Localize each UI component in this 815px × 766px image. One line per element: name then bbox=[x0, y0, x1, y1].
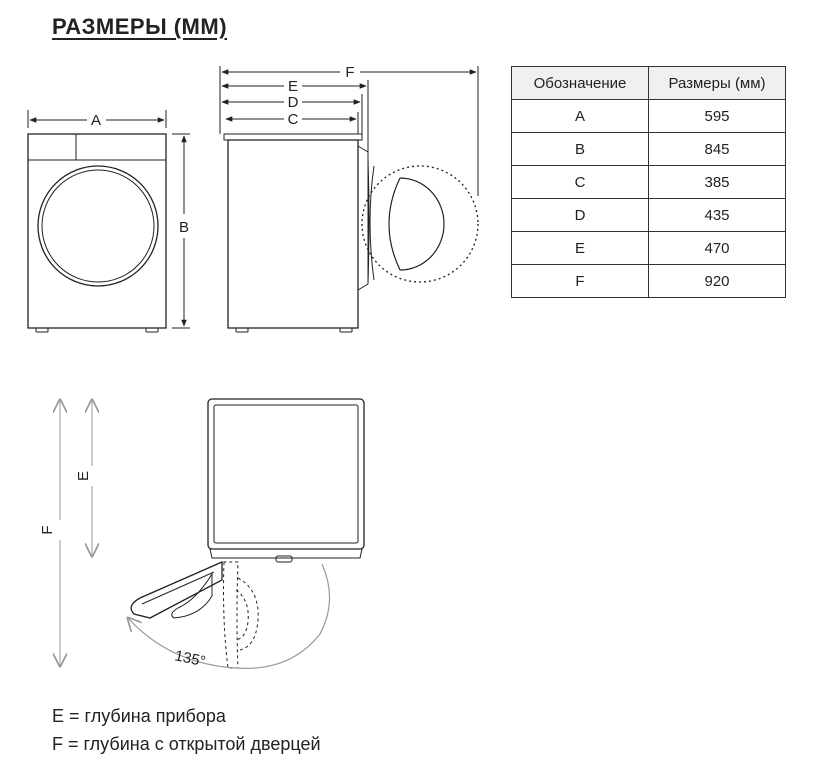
table-row: E 470 bbox=[511, 231, 786, 265]
table-row: B 845 bbox=[511, 132, 786, 166]
angle-label: 135° bbox=[173, 647, 207, 670]
top-view bbox=[128, 398, 365, 669]
table-row: C 385 bbox=[511, 165, 786, 199]
table-cell-designation: B bbox=[511, 132, 649, 166]
table-row: D 435 bbox=[511, 198, 786, 232]
dim-label-e-vertical: E bbox=[75, 471, 92, 481]
dim-label-a: A bbox=[91, 112, 101, 129]
legend-depth-open-door: F = глубина с открытой дверцей bbox=[52, 734, 321, 754]
table-cell-designation: D bbox=[511, 198, 649, 232]
table-cell-designation: C bbox=[511, 165, 649, 199]
dim-label-d: D bbox=[288, 94, 299, 111]
side-view bbox=[223, 133, 479, 333]
dim-label-c: C bbox=[288, 111, 299, 128]
table-cell-size: 470 bbox=[648, 231, 786, 265]
table-cell-size: 385 bbox=[648, 165, 786, 199]
table-cell-designation: E bbox=[511, 231, 649, 265]
table-row: A 595 bbox=[511, 99, 786, 133]
dim-label-b: B bbox=[179, 219, 189, 236]
table-cell-size: 920 bbox=[648, 264, 786, 298]
table-header-size: Размеры (мм) bbox=[648, 66, 786, 100]
dimensions-table: Обозначение Размеры (мм) A 595 B 845 C 3… bbox=[511, 66, 786, 298]
table-cell-designation: F bbox=[511, 264, 649, 298]
table-cell-size: 845 bbox=[648, 132, 786, 166]
table-cell-designation: A bbox=[511, 99, 649, 133]
dim-label-e: E bbox=[288, 78, 298, 95]
front-view bbox=[27, 133, 167, 333]
table-cell-size: 435 bbox=[648, 198, 786, 232]
table-header-row: Обозначение Размеры (мм) bbox=[511, 66, 786, 100]
table-cell-size: 595 bbox=[648, 99, 786, 133]
dim-label-f-vertical: F bbox=[39, 525, 56, 534]
legend-depth: E = глубина прибора bbox=[52, 706, 226, 726]
table-header-designation: Обозначение bbox=[511, 66, 649, 100]
page-title: РАЗМЕРЫ (ММ) bbox=[52, 14, 228, 39]
dim-label-f: F bbox=[345, 64, 354, 81]
table-row: F 920 bbox=[511, 264, 786, 298]
